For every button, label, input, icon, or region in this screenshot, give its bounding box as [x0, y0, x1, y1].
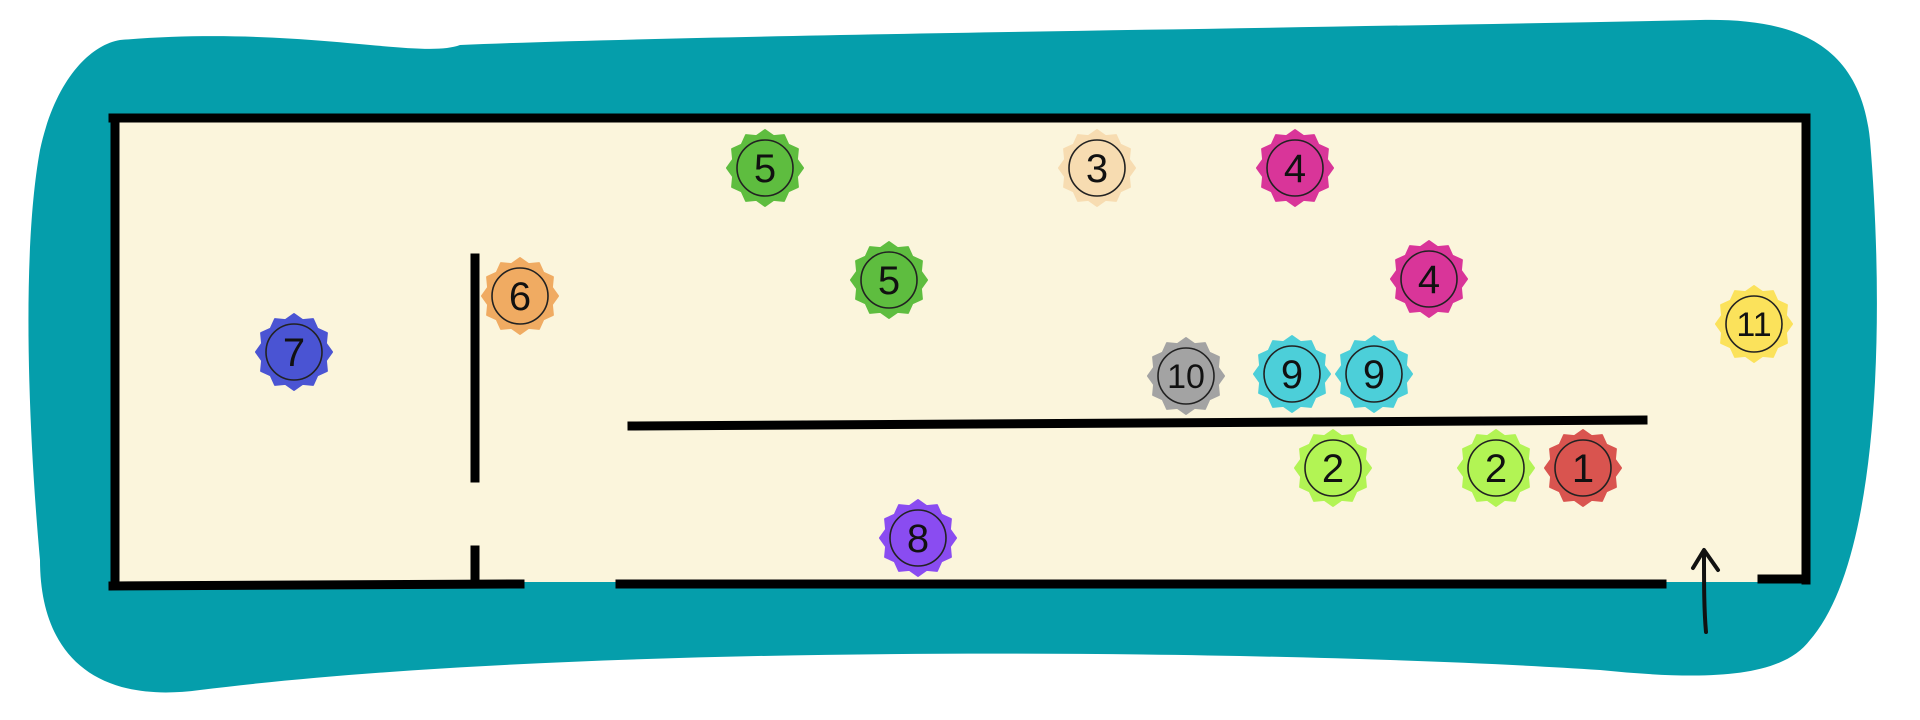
- marker-badge: [726, 129, 804, 207]
- marker-ring: [1554, 439, 1612, 497]
- marker-9[interactable]: 9: [1253, 335, 1331, 413]
- marker-label: 2: [1485, 447, 1507, 491]
- marker-label: 2: [1322, 447, 1344, 491]
- marker-4[interactable]: 4: [1256, 129, 1334, 207]
- marker-ring: [736, 139, 794, 197]
- marker-ring: [889, 509, 947, 567]
- marker-ring: [1263, 345, 1321, 403]
- marker-label: 8: [907, 517, 929, 561]
- walls: [108, 113, 1811, 591]
- marker-4b[interactable]: 4: [1390, 240, 1468, 318]
- marker-ring: [491, 267, 549, 325]
- marker-label: 3: [1086, 147, 1108, 191]
- marker-6[interactable]: 6: [481, 257, 559, 335]
- marker-8[interactable]: 8: [879, 499, 957, 577]
- marker-badge: [481, 257, 559, 335]
- marker-label: 6: [509, 275, 531, 319]
- marker-label: 10: [1167, 358, 1205, 396]
- marker-1[interactable]: 1: [1544, 429, 1622, 507]
- marker-2b[interactable]: 2: [1457, 429, 1535, 507]
- marker-badge: [1390, 240, 1468, 318]
- marker-2[interactable]: 2: [1294, 429, 1372, 507]
- marker-ring: [1068, 139, 1126, 197]
- marker-badge: [879, 499, 957, 577]
- markers-layer: 5 3 4 5 4 6 7 11 10 9 9 2 2 1 8: [255, 129, 1793, 577]
- marker-badge: [1256, 129, 1334, 207]
- wall-bottom-left: [108, 579, 525, 591]
- marker-label: 4: [1284, 147, 1306, 191]
- marker-ring: [1345, 345, 1403, 403]
- marker-badge: [1457, 429, 1535, 507]
- marker-3[interactable]: 3: [1058, 129, 1136, 207]
- marker-9b[interactable]: 9: [1335, 335, 1413, 413]
- marker-ring: [1157, 347, 1215, 405]
- marker-label: 5: [754, 147, 776, 191]
- marker-label: 9: [1281, 353, 1303, 397]
- marker-badge: [850, 241, 928, 319]
- marker-badge: [1335, 335, 1413, 413]
- marker-label: 5: [878, 259, 900, 303]
- marker-5[interactable]: 5: [726, 129, 804, 207]
- marker-10[interactable]: 10: [1147, 337, 1225, 415]
- marker-badge: [1294, 429, 1372, 507]
- marker-ring: [1266, 139, 1324, 197]
- marker-label: 4: [1418, 258, 1440, 302]
- marker-ring: [1400, 250, 1458, 308]
- marker-7[interactable]: 7: [255, 313, 333, 391]
- marker-11[interactable]: 11: [1715, 285, 1793, 363]
- marker-badge: [1147, 337, 1225, 415]
- marker-label: 7: [283, 331, 305, 375]
- marker-ring: [860, 251, 918, 309]
- entrance-arrow-icon: [1691, 548, 1720, 634]
- marker-ring: [1467, 439, 1525, 497]
- marker-label: 1: [1572, 447, 1594, 491]
- marker-badge: [255, 313, 333, 391]
- marker-ring: [1725, 295, 1783, 353]
- marker-ring: [1304, 439, 1362, 497]
- wall-inner-divider: [627, 415, 1648, 431]
- marker-5b[interactable]: 5: [850, 241, 928, 319]
- floor-area: [115, 120, 1808, 582]
- marker-label: 11: [1736, 306, 1771, 344]
- marker-label: 9: [1363, 353, 1385, 397]
- marker-badge: [1544, 429, 1622, 507]
- marker-ring: [265, 323, 323, 381]
- marker-badge: [1058, 129, 1136, 207]
- marker-badge: [1715, 285, 1793, 363]
- marker-badge: [1253, 335, 1331, 413]
